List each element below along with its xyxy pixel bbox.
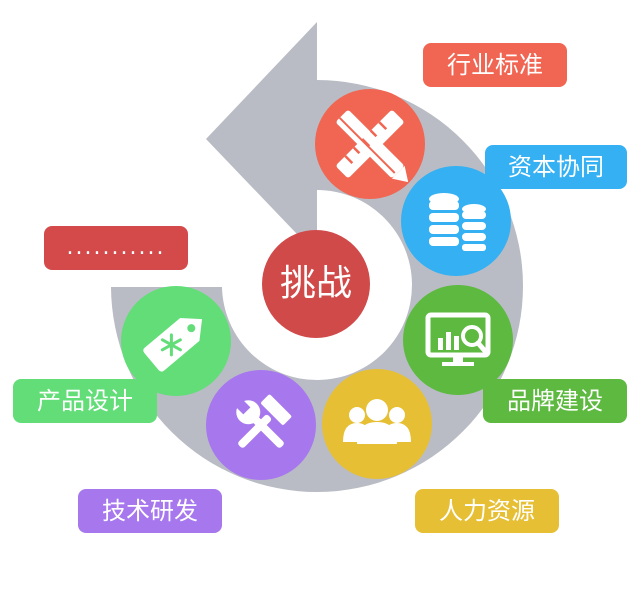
label-capital-synergy: 资本协同 — [485, 145, 627, 189]
label-industry-standard: 行业标准 — [423, 43, 567, 87]
label-brand-building: 品牌建设 — [483, 379, 627, 423]
node-product-design — [121, 286, 231, 396]
center-circle — [262, 230, 370, 338]
node-human-resources — [322, 369, 432, 479]
people-group-icon — [343, 399, 411, 444]
label-product-design: 产品设计 — [13, 379, 157, 423]
center-label: 挑战 — [279, 263, 352, 304]
label-placeholder-dots: ........... — [44, 226, 188, 270]
node-capital-synergy — [401, 166, 511, 276]
node-tech-rnd — [206, 370, 316, 480]
label-human-resources: 人力资源 — [415, 489, 559, 533]
price-tag-icon — [143, 317, 203, 372]
node-brand-building — [403, 285, 513, 395]
coin-stack-icon — [429, 193, 486, 251]
tools-icon — [233, 394, 292, 448]
label-tech-rnd: 技术研发 — [78, 489, 222, 533]
pencil-ruler-icon — [336, 110, 409, 183]
analytics-monitor-icon — [425, 312, 491, 366]
node-industry-standard — [315, 89, 425, 199]
